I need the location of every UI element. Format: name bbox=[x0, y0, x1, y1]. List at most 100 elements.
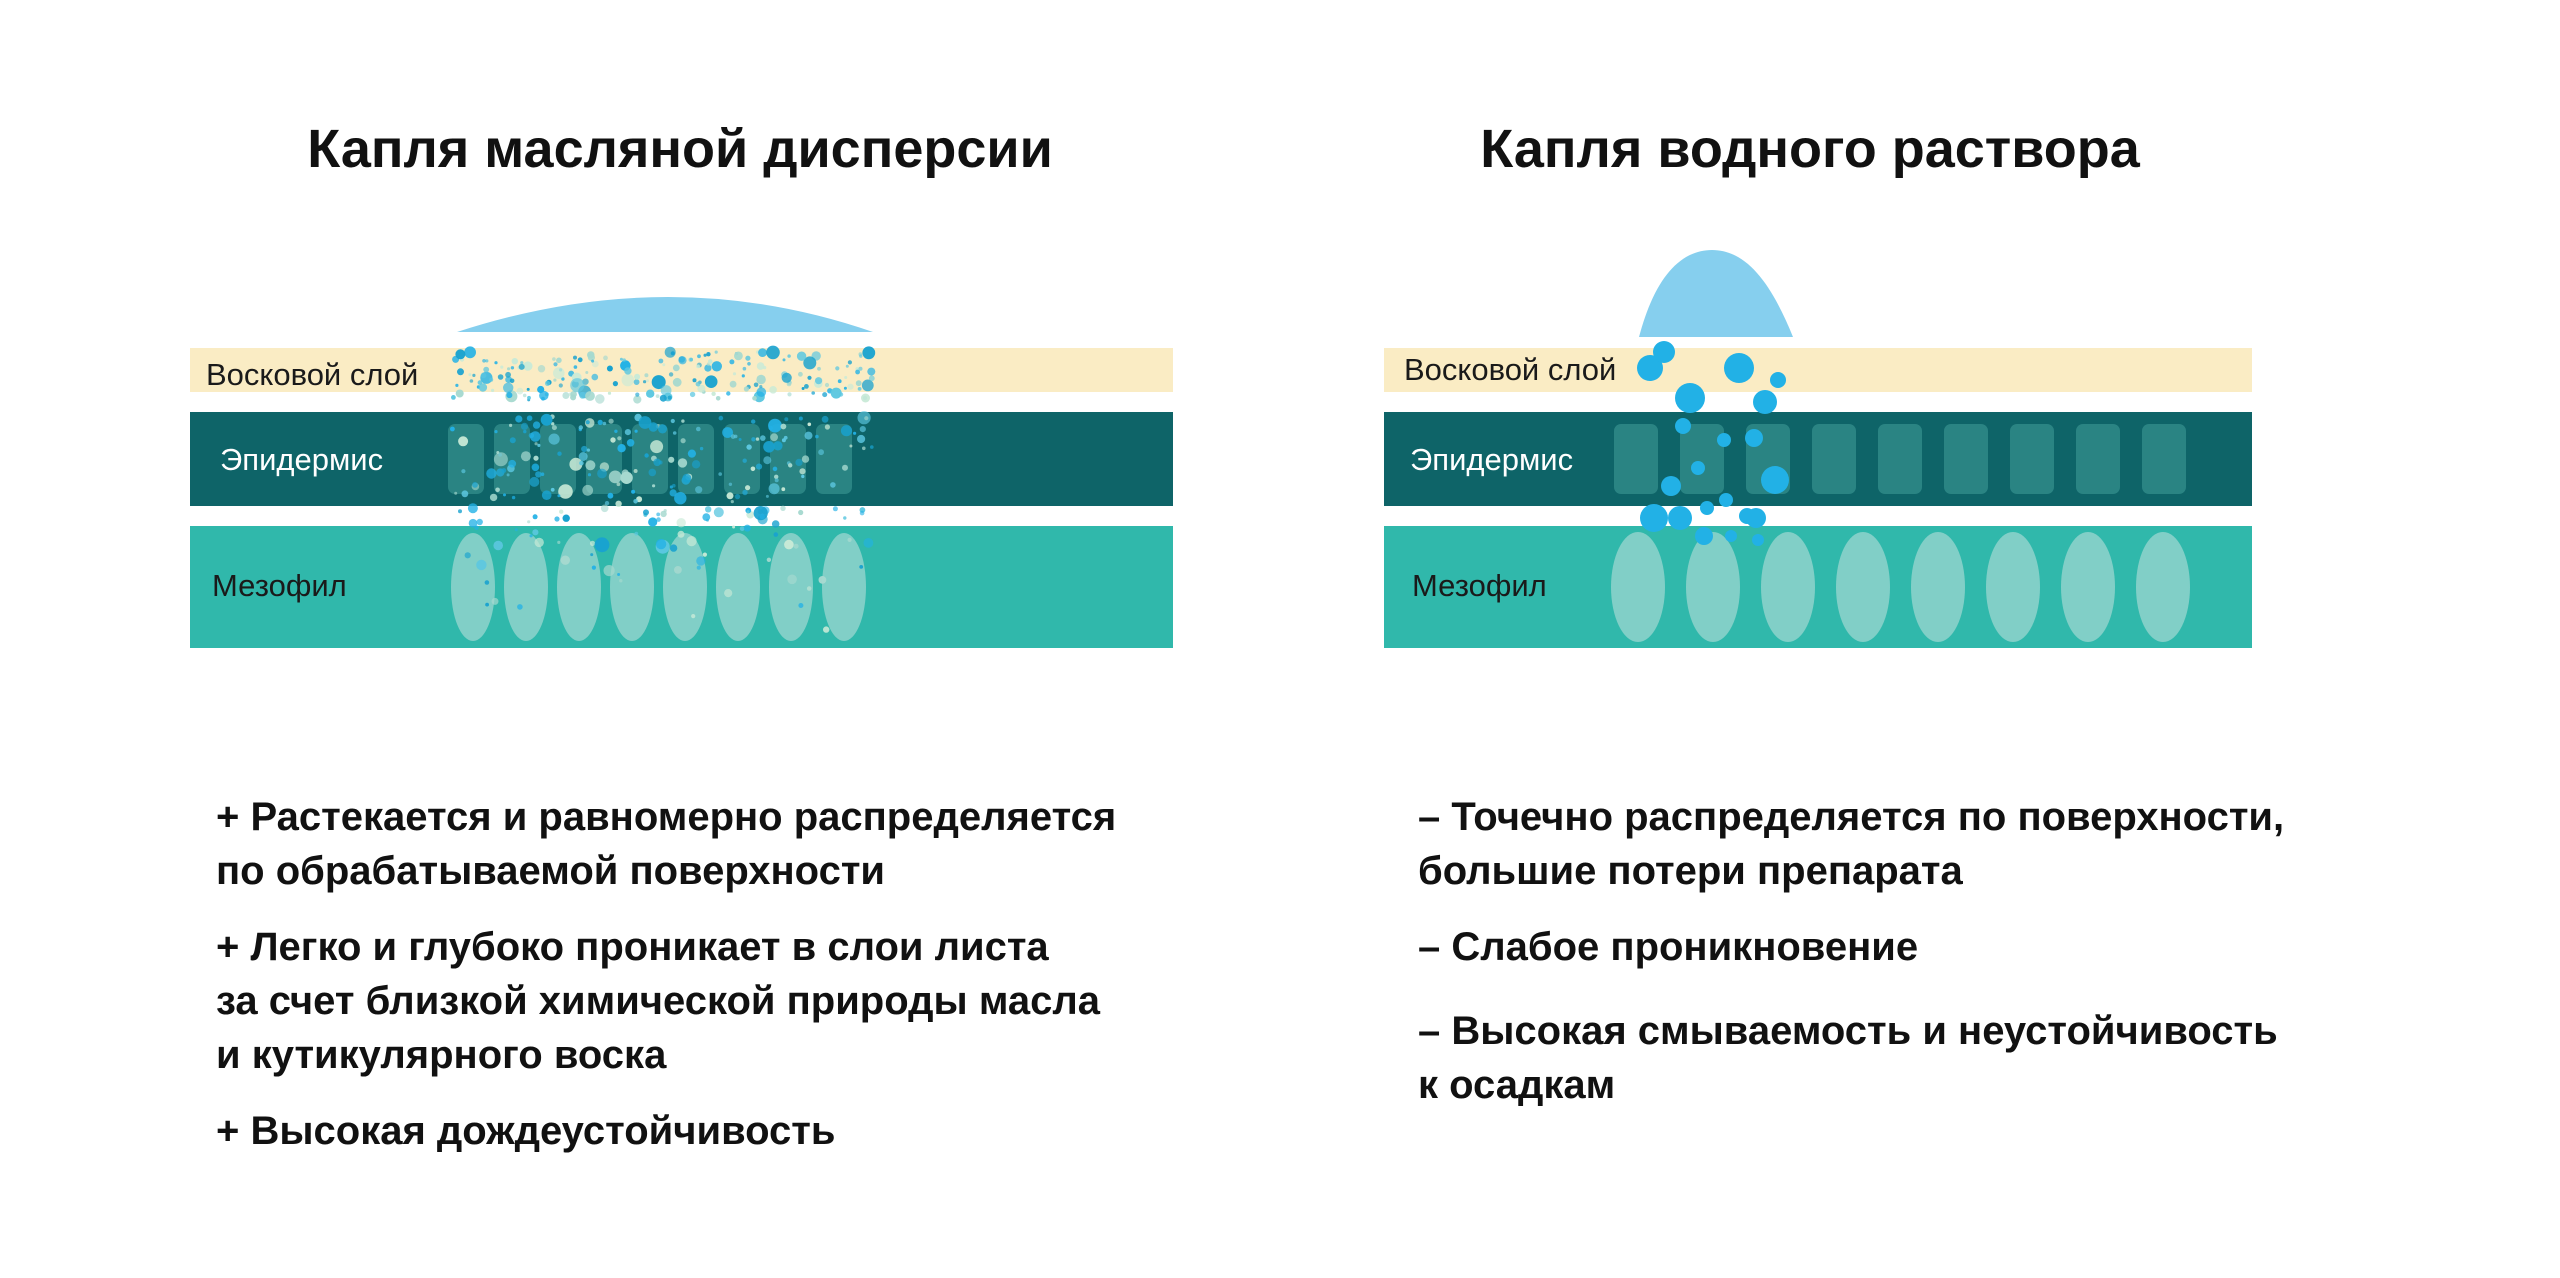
oil-particle bbox=[766, 345, 780, 360]
oil-particle bbox=[532, 514, 538, 520]
oil-particle bbox=[597, 468, 607, 479]
oil-particle bbox=[506, 473, 510, 477]
mesophyll-cell bbox=[2061, 532, 2115, 642]
mesophyll-cells bbox=[1611, 532, 2190, 642]
oil-particle bbox=[619, 579, 623, 583]
oil-particle bbox=[734, 351, 743, 361]
epidermis-cell bbox=[494, 424, 530, 494]
oil-particle bbox=[508, 459, 517, 468]
oil-particle bbox=[726, 391, 731, 396]
epidermis-cell bbox=[2010, 424, 2054, 494]
oil-particle bbox=[569, 457, 583, 471]
oil-particle bbox=[670, 418, 675, 424]
oil-particle bbox=[691, 614, 696, 619]
oil-particle bbox=[491, 597, 499, 605]
oil-particle bbox=[505, 371, 511, 378]
oil-particle bbox=[702, 552, 708, 557]
oil-particle bbox=[620, 471, 633, 484]
oil-drop bbox=[457, 297, 873, 332]
oil-particle bbox=[535, 471, 542, 478]
oil-particle bbox=[703, 353, 707, 357]
oil-particle bbox=[559, 509, 564, 514]
oil-particle bbox=[830, 482, 836, 488]
mesophyll-cells bbox=[451, 533, 866, 641]
oil-particle bbox=[515, 415, 523, 423]
oil-particle bbox=[633, 379, 640, 385]
oil-advantages-list: + Растекается и равномерно распределяетс… bbox=[216, 790, 1316, 1180]
oil-particle bbox=[621, 373, 635, 387]
oil-particle bbox=[659, 394, 667, 402]
oil-particle bbox=[718, 415, 724, 421]
oil-particle bbox=[815, 434, 819, 439]
water-droplets bbox=[1637, 341, 1789, 546]
oil-particle bbox=[476, 559, 487, 571]
oil-particle bbox=[743, 524, 751, 532]
oil-particle bbox=[822, 392, 828, 398]
oil-particle bbox=[468, 373, 472, 377]
oil-particle bbox=[633, 395, 642, 404]
mesophyll-cell bbox=[557, 533, 601, 641]
oil-particle bbox=[656, 512, 661, 517]
oil-particle bbox=[526, 415, 533, 421]
oil-particle bbox=[859, 354, 863, 358]
water-droplet bbox=[1724, 353, 1754, 383]
oil-particle bbox=[591, 359, 595, 363]
oil-particle bbox=[807, 375, 812, 380]
oil-particle bbox=[486, 468, 497, 479]
oil-particle bbox=[669, 544, 678, 552]
oil-particle bbox=[582, 484, 594, 496]
oil-particle bbox=[658, 358, 664, 364]
oil-particle bbox=[520, 361, 524, 365]
oil-particle bbox=[501, 468, 507, 473]
oil-particle bbox=[732, 372, 737, 376]
mesophyll-cell bbox=[1761, 532, 1815, 642]
water-droplet bbox=[1746, 508, 1766, 528]
oil-particle bbox=[843, 386, 847, 390]
oil-particle bbox=[774, 474, 779, 479]
oil-particle bbox=[534, 442, 538, 446]
oil-particle bbox=[857, 411, 871, 425]
oil-particle bbox=[857, 434, 866, 444]
oil-particle bbox=[633, 499, 638, 504]
oil-particle bbox=[741, 374, 745, 378]
oil-particle bbox=[752, 396, 757, 401]
oil-particle bbox=[862, 446, 866, 451]
oil-particle bbox=[517, 604, 523, 610]
oil-particle bbox=[861, 393, 870, 403]
oil-particle bbox=[674, 492, 687, 505]
epidermis-cells bbox=[1614, 424, 2186, 494]
oil-particle bbox=[551, 425, 557, 431]
water-droplet bbox=[1640, 504, 1668, 532]
oil-particle bbox=[594, 537, 610, 553]
epidermis-cell bbox=[1680, 424, 1724, 494]
oil-particle bbox=[537, 443, 541, 447]
oil-particle bbox=[626, 439, 635, 447]
oil-particle bbox=[682, 473, 692, 483]
water-droplet bbox=[1661, 476, 1681, 496]
oil-particle bbox=[672, 364, 680, 372]
oil-particle bbox=[534, 537, 544, 548]
oil-particle bbox=[672, 483, 676, 488]
oil-particle bbox=[696, 565, 701, 570]
oil-particle bbox=[518, 363, 525, 370]
oil-particle bbox=[606, 365, 613, 372]
oil-particle bbox=[863, 538, 874, 548]
water-droplet bbox=[1761, 466, 1789, 494]
oil-particle bbox=[678, 356, 687, 365]
oil-particle bbox=[489, 377, 494, 382]
oil-particle bbox=[707, 359, 713, 364]
oil-particle bbox=[556, 357, 562, 364]
epidermis-cell bbox=[1878, 424, 1922, 494]
mesophyll-layer-label: Мезофил bbox=[212, 568, 347, 603]
oil-particle bbox=[591, 360, 599, 368]
oil-particle bbox=[537, 365, 546, 373]
oil-particle bbox=[648, 517, 658, 527]
oil-particle bbox=[552, 357, 556, 361]
oil-particle bbox=[587, 473, 592, 477]
oil-particle bbox=[787, 392, 792, 397]
oil-particle bbox=[784, 417, 789, 422]
oil-particle bbox=[730, 434, 736, 439]
oil-particle bbox=[655, 394, 660, 398]
oil-particle bbox=[585, 391, 595, 401]
oil-particle bbox=[758, 348, 767, 357]
